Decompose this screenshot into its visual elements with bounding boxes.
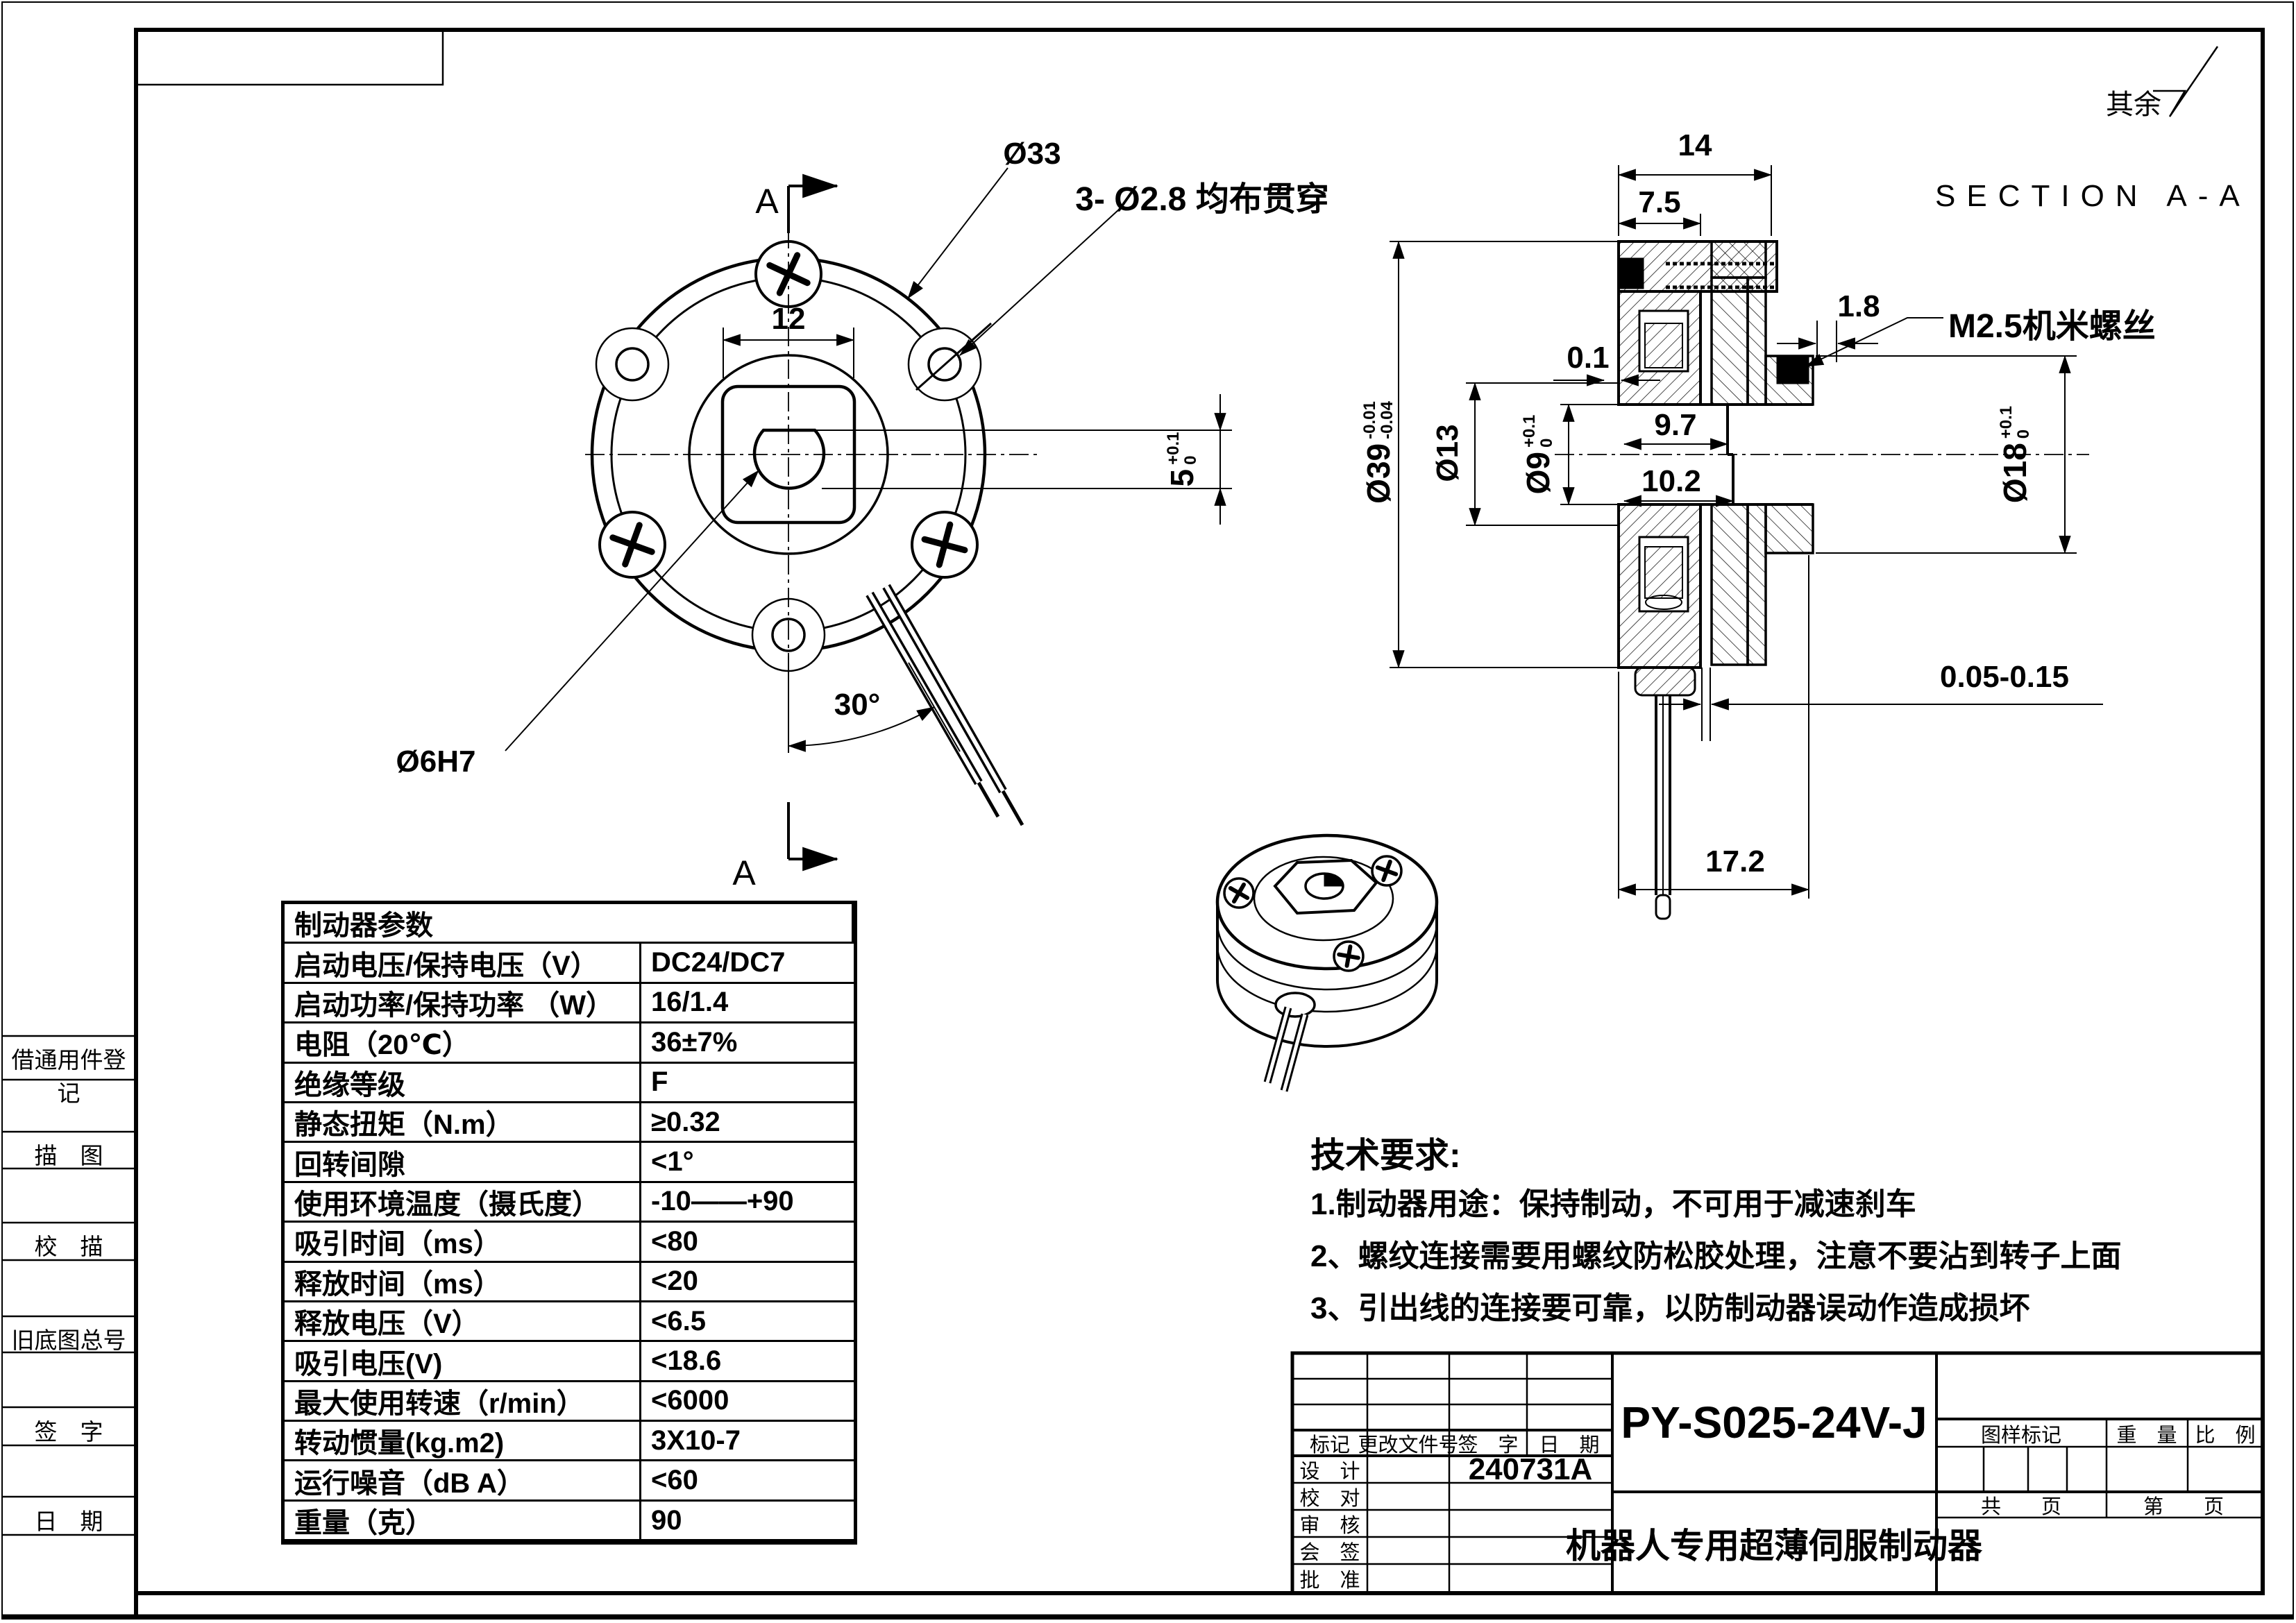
margin-label-borrow: 借通用件登记 — [11, 1047, 126, 1106]
row-value: 36±7% — [641, 1023, 854, 1064]
section-marker-a-bottom: A — [732, 853, 756, 892]
tb-weight: 重 量 — [2116, 1425, 2177, 1447]
tb-row-audit: 审 核 — [1299, 1515, 1360, 1537]
dim-d6h7: Ø6H7 — [396, 745, 476, 779]
tech-item: 1.制动器用途：保持制动，不可用于减速刹车 — [1310, 1187, 1916, 1221]
dim-d33: Ø33 — [1003, 137, 1061, 171]
tb-row-approve: 批 准 — [1299, 1570, 1360, 1592]
title-block-lines — [1290, 1351, 2265, 1595]
row-label: 转动惯量(kg.m2) — [285, 1422, 641, 1462]
margin-label-check-trace: 校 描 — [34, 1234, 103, 1259]
row-label: 启动功率/保持功率 （W） — [285, 983, 641, 1024]
tech-title: 技术要求: — [1310, 1136, 1461, 1175]
row-label: 启动电压/保持电压（V） — [285, 944, 641, 984]
dim-14: 14 — [1678, 128, 1712, 162]
dim-0-1: 0.1 — [1567, 341, 1610, 375]
dim-1-8: 1.8 — [1837, 289, 1880, 323]
tb-drawing-mark: 图样标记 — [1980, 1425, 2062, 1447]
part-name: 机器人专用超薄伺服制动器 — [1566, 1527, 1982, 1565]
screw-note: M2.5机米螺丝 — [1948, 308, 2156, 345]
tb-total-pages: 共 页 — [1980, 1496, 2062, 1518]
row-label: 最大使用转速（r/min） — [285, 1382, 641, 1422]
tb-col-date: 日 期 — [1539, 1434, 1600, 1456]
dim-d39: Ø39 -0.01-0.04 — [1360, 401, 1396, 504]
dim-d13: Ø13 — [1430, 424, 1464, 482]
row-value: <60 — [641, 1461, 854, 1502]
row-label: 运行噪音（dB A） — [285, 1461, 641, 1502]
row-value: 3X10-7 — [641, 1422, 854, 1462]
section-cut-marks — [787, 173, 839, 872]
dim-9-7: 9.7 — [1654, 408, 1697, 442]
d-shaft-hole — [752, 428, 826, 490]
row-label: 电阻（20℃） — [285, 1023, 641, 1064]
parameters-table: 制动器参数 启动电压/保持电压（V）DC24/DC7 启动功率/保持功率 （W）… — [281, 901, 857, 1545]
tech-item: 2、螺纹连接需要用螺纹防松胶处理，注意不要沾到转子上面 — [1310, 1239, 2122, 1273]
margin-label-trace: 描 图 — [34, 1143, 103, 1169]
tb-row-design: 设 计 — [1299, 1461, 1360, 1483]
dim-12: 12 — [771, 302, 806, 336]
margin-label-date: 日 期 — [34, 1509, 103, 1534]
row-value: <80 — [641, 1223, 854, 1263]
row-value: <6000 — [641, 1382, 854, 1422]
row-value: DC24/DC7 — [641, 944, 854, 984]
margin-label-sign: 签 字 — [34, 1419, 103, 1445]
row-value: <6.5 — [641, 1302, 854, 1343]
surface-finish-icon — [2153, 46, 2219, 117]
table-title: 制动器参数 — [285, 904, 854, 944]
dim-holes: 3- Ø2.8 均布贯穿 — [1075, 181, 1329, 218]
margin-strip-lines — [2, 1035, 136, 1536]
row-label: 绝缘等级 — [285, 1063, 641, 1103]
front-view — [505, 167, 1232, 872]
dim-10-2: 10.2 — [1641, 464, 1701, 498]
tb-date-code: 240731A — [1468, 1452, 1593, 1486]
row-value: -10——+90 — [641, 1183, 854, 1223]
row-label: 释放电压（V） — [285, 1302, 641, 1343]
section-view — [1390, 165, 2103, 920]
tb-col-doc: 更改文件号 — [1358, 1434, 1459, 1456]
row-label: 吸引时间（ms） — [285, 1223, 641, 1263]
row-label: 重量（克） — [285, 1501, 641, 1542]
tech-item: 3、引出线的连接要可靠，以防制动器误动作造成损坏 — [1310, 1291, 2030, 1325]
row-value: ≥0.32 — [641, 1103, 854, 1144]
part-number: PY-S025-24V-J — [1621, 1397, 1927, 1447]
row-label: 释放时间（ms） — [285, 1262, 641, 1302]
tb-row-countersign: 会 签 — [1299, 1542, 1360, 1564]
dim-7-5: 7.5 — [1638, 185, 1681, 219]
section-dimensions — [1390, 165, 2103, 899]
tb-page-no: 第 页 — [2143, 1496, 2225, 1518]
tb-col-mark: 标记 — [1309, 1434, 1351, 1456]
tech-requirements: 技术要求: 1.制动器用途：保持制动，不可用于减速刹车 2、螺纹连接需要用螺纹防… — [1310, 1132, 2129, 1334]
row-value: F — [641, 1064, 854, 1103]
front-dimensions — [505, 167, 1232, 753]
isometric-view — [1215, 833, 1439, 1092]
tb-scale: 比 例 — [2195, 1425, 2256, 1447]
row-value: <1° — [641, 1143, 854, 1183]
mount-holes — [595, 322, 992, 672]
section-marker-a-top: A — [755, 182, 779, 221]
surface-note: 其余 — [2106, 90, 2161, 120]
tb-col-sign: 签 字 — [1458, 1434, 1519, 1456]
row-label: 静态扭矩（N.m） — [285, 1103, 641, 1144]
iso-wires — [1263, 992, 1316, 1092]
row-value: <18.6 — [641, 1342, 854, 1382]
dim-gap: 0.05-0.15 — [1940, 660, 2069, 694]
dim-30deg: 30° — [834, 688, 881, 722]
section-wires — [1655, 695, 1671, 920]
row-value: <20 — [641, 1263, 854, 1302]
section-title: SECTION A-A — [1935, 179, 2251, 213]
dim-17-2: 17.2 — [1705, 844, 1765, 878]
margin-label-old-no: 旧底图总号 — [11, 1327, 126, 1353]
row-label: 回转间隙 — [285, 1143, 641, 1183]
iso-screws — [1223, 855, 1403, 972]
row-label: 吸引电压(V) — [285, 1342, 641, 1382]
row-label: 使用环境温度（摄氏度） — [285, 1182, 641, 1223]
row-value: 16/1.4 — [641, 984, 854, 1024]
tb-row-check: 校 对 — [1299, 1488, 1360, 1510]
row-value: 90 — [641, 1502, 854, 1542]
